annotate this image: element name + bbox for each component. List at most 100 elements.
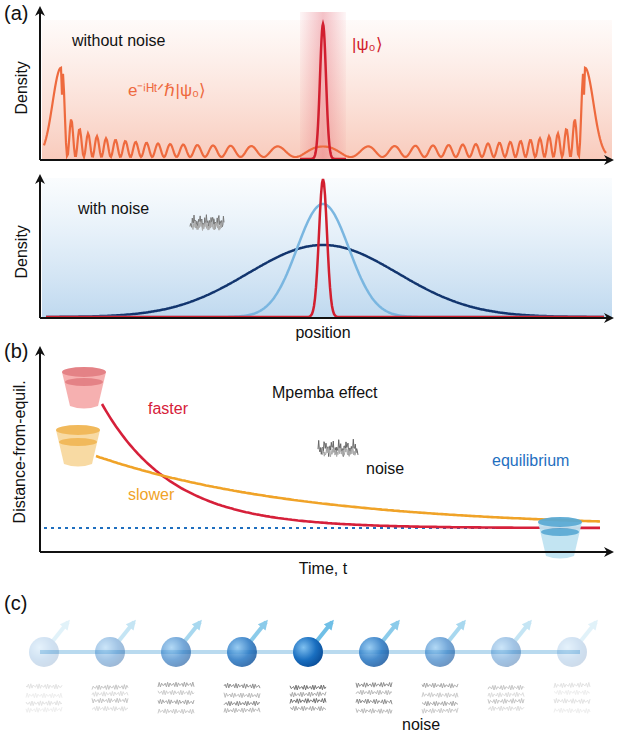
noise-trace — [26, 693, 62, 698]
noise-icon — [192, 221, 222, 230]
site-noise — [92, 685, 128, 712]
noise-trace — [92, 685, 128, 690]
y-axis — [39, 176, 41, 318]
noise-trace — [92, 706, 128, 711]
panel-caption: without noise — [72, 32, 165, 50]
noise-trace — [488, 692, 524, 697]
spin-site — [359, 622, 398, 667]
spin-site — [227, 622, 266, 667]
noise-trace — [554, 690, 590, 695]
liquid-level — [59, 438, 97, 446]
site-noise — [26, 684, 62, 713]
noise-trace — [26, 701, 62, 706]
noise-trace — [290, 692, 326, 697]
spin-ball — [425, 637, 455, 667]
panel-caption: with noise — [78, 200, 149, 218]
noise-trace — [224, 683, 260, 688]
gaussian-curve — [46, 245, 604, 317]
cup-body — [56, 430, 100, 467]
gaussian-curve — [46, 179, 604, 317]
noise-trace — [356, 699, 392, 704]
noise-trace — [290, 698, 326, 703]
spin-site — [95, 622, 134, 667]
noise-label: noise — [366, 460, 404, 478]
axis-label: Density — [13, 61, 31, 114]
axis-label: Density — [13, 225, 31, 278]
noise-trace — [422, 701, 458, 706]
spin-ball — [557, 637, 587, 667]
liquid-level — [65, 378, 103, 386]
noise-trace — [488, 706, 524, 711]
noise-trace — [158, 699, 194, 704]
spin-ball — [161, 637, 191, 667]
density-ground — [42, 178, 612, 318]
panel-letter: (b) — [4, 340, 28, 362]
noise-trace — [554, 708, 590, 713]
noise-trace — [92, 698, 128, 703]
noise-trace — [554, 698, 590, 703]
spin-ball — [227, 637, 257, 667]
site-noise — [488, 685, 524, 711]
spin-site — [161, 622, 200, 667]
noise-trace — [488, 699, 524, 704]
site-noise — [224, 683, 260, 713]
state-label: |ψ₀⟩ — [352, 36, 383, 55]
x-axis — [40, 317, 612, 319]
spin-site — [425, 622, 464, 667]
noise-trace — [224, 693, 260, 698]
axis-label: Time, t — [299, 560, 347, 578]
site-noise — [356, 682, 392, 713]
noise-trace — [290, 706, 326, 711]
noise-trace — [158, 709, 194, 714]
site-noise — [554, 683, 590, 714]
y-axis — [39, 8, 41, 160]
site-noise — [290, 685, 326, 711]
noise-trace — [26, 684, 62, 689]
noise-trace — [26, 707, 62, 712]
curve-label: faster — [148, 400, 188, 418]
spin-ball — [293, 637, 323, 667]
initial-band — [300, 12, 346, 160]
x-axis — [40, 551, 612, 553]
noise-trace — [290, 685, 326, 690]
fill-layer — [42, 12, 612, 318]
effect-title: Mpemba effect — [272, 384, 378, 402]
initial-state-peak — [300, 24, 346, 159]
axis-label: position — [295, 324, 350, 342]
cup-icon — [62, 367, 106, 409]
cup-body — [62, 372, 106, 409]
noise-trace — [554, 683, 590, 688]
axis-label: Distance-from-equil. — [11, 380, 29, 523]
spin-site — [557, 622, 596, 667]
noise-trace — [356, 682, 392, 687]
noise-icon — [318, 439, 358, 456]
noise-trace — [92, 691, 128, 696]
noise-trace — [488, 685, 524, 690]
noise-trace — [356, 708, 392, 713]
spin-site — [491, 622, 530, 667]
y-axis — [39, 348, 41, 552]
cup-rim — [538, 517, 582, 527]
noise-trace — [158, 690, 194, 695]
axis-layer — [40, 8, 612, 552]
cup-rim — [56, 425, 100, 435]
noise-trace — [356, 690, 392, 695]
spin-site — [293, 622, 332, 667]
state-label: equilibrium — [492, 452, 569, 470]
fast-relaxation-curve — [102, 404, 600, 528]
curve-label: slower — [128, 486, 174, 504]
site-noise — [422, 683, 458, 713]
liquid-level — [541, 528, 579, 536]
spin-ball — [29, 637, 59, 667]
spin-ball — [491, 637, 521, 667]
curve-layer — [26, 24, 606, 714]
noise-trace — [158, 682, 194, 687]
spin-site — [29, 622, 68, 667]
cup-rim — [62, 367, 106, 377]
panel-letter: (c) — [4, 592, 27, 614]
x-axis — [40, 159, 612, 161]
noise-trace — [422, 683, 458, 688]
gaussian-curve — [46, 204, 604, 317]
